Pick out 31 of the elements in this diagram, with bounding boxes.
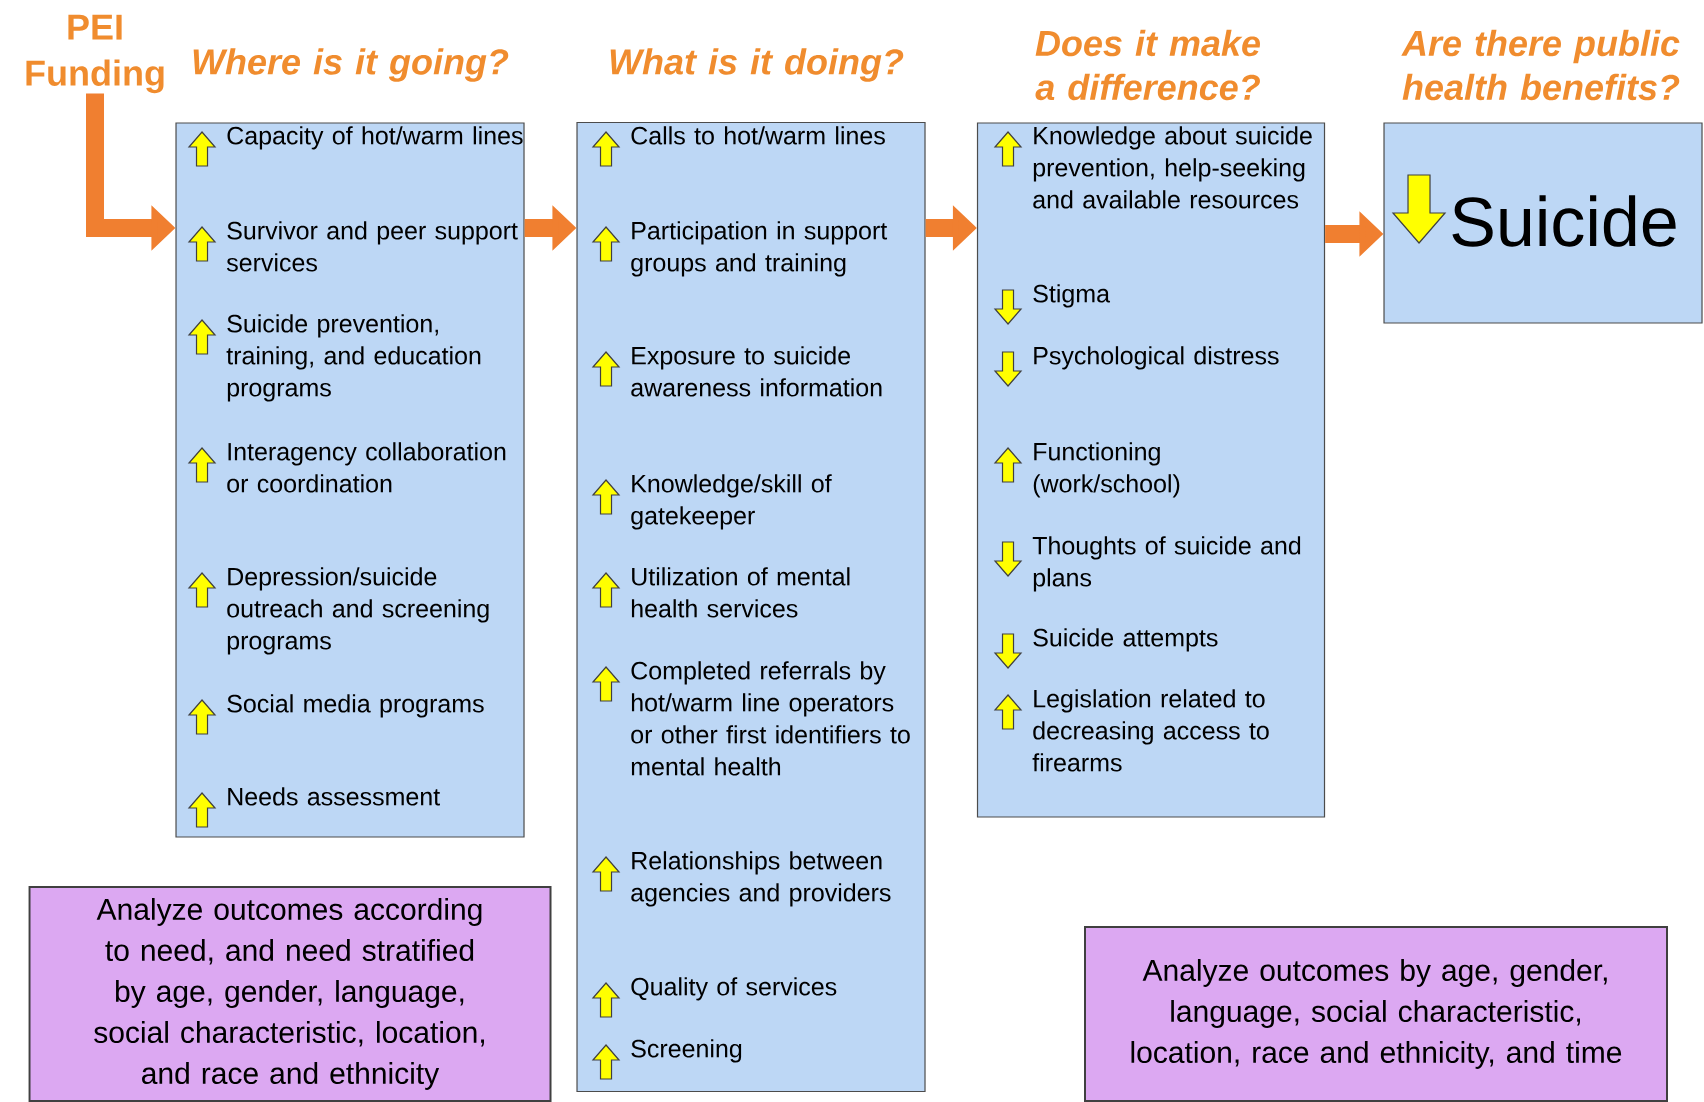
list-item: Survivor and peer support services: [226, 221, 518, 272]
list-item: Exposure to suicide awareness information: [631, 346, 882, 397]
list-item: Psychological distress: [1034, 346, 1279, 370]
list-item: Needs assessment: [228, 787, 440, 806]
note-box: Analyze outcomes by age, gender, language, social characteristic, location, race and ethnicity, and time: [1084, 926, 1668, 1102]
list-item: Completed referrals by hot/warm line operators or other first identifiers to mental health: [631, 661, 910, 776]
outcome-label: Suicide: [1452, 195, 1676, 247]
list-item: Legislation related to decreasing access to firearms: [1032, 689, 1269, 772]
list-item: Thoughts of suicide and plans: [1032, 536, 1301, 592]
list-item: Knowledge/skill of gatekeeper: [631, 474, 832, 530]
list-item: Calls to hot/warm lines: [631, 126, 885, 145]
list-item: Suicide prevention, training, and education programs: [226, 314, 481, 402]
column-heading: Are there public health benefits?: [1401, 29, 1680, 101]
list-item: Relationships between agencies and providers: [631, 851, 891, 907]
column-heading: Where is it going?: [193, 48, 509, 82]
list-item: Functioning (work/school): [1033, 442, 1180, 498]
list-item: Participation in support groups and training: [631, 221, 888, 277]
note-box: Analyze outcomes according to need, and need stratified by age, gender, language, social characteristic, location, and race and ethnicity: [28, 886, 552, 1102]
list-item: Stigma: [1033, 284, 1110, 308]
column-heading: What is it doing?: [610, 48, 904, 82]
list-item: Depression/suicide outreach and screening programs: [227, 567, 489, 655]
list-item: Social media programs: [227, 694, 484, 718]
funding-label: PEI Funding: [26, 14, 164, 94]
list-item: Interagency collaboration or coordination: [227, 442, 506, 493]
list-item: Knowledge about suicide prevention, help-seeking and available resources: [1033, 126, 1312, 209]
list-item: Screening: [631, 1039, 742, 1063]
column-heading: Does it make a difference?: [1035, 29, 1260, 101]
list-item: Quality of services: [631, 977, 837, 1001]
list-item: Capacity of hot/warm lines: [227, 126, 523, 150]
list-item: Utilization of mental health services: [631, 567, 850, 618]
list-item: Suicide attempts: [1033, 628, 1218, 652]
